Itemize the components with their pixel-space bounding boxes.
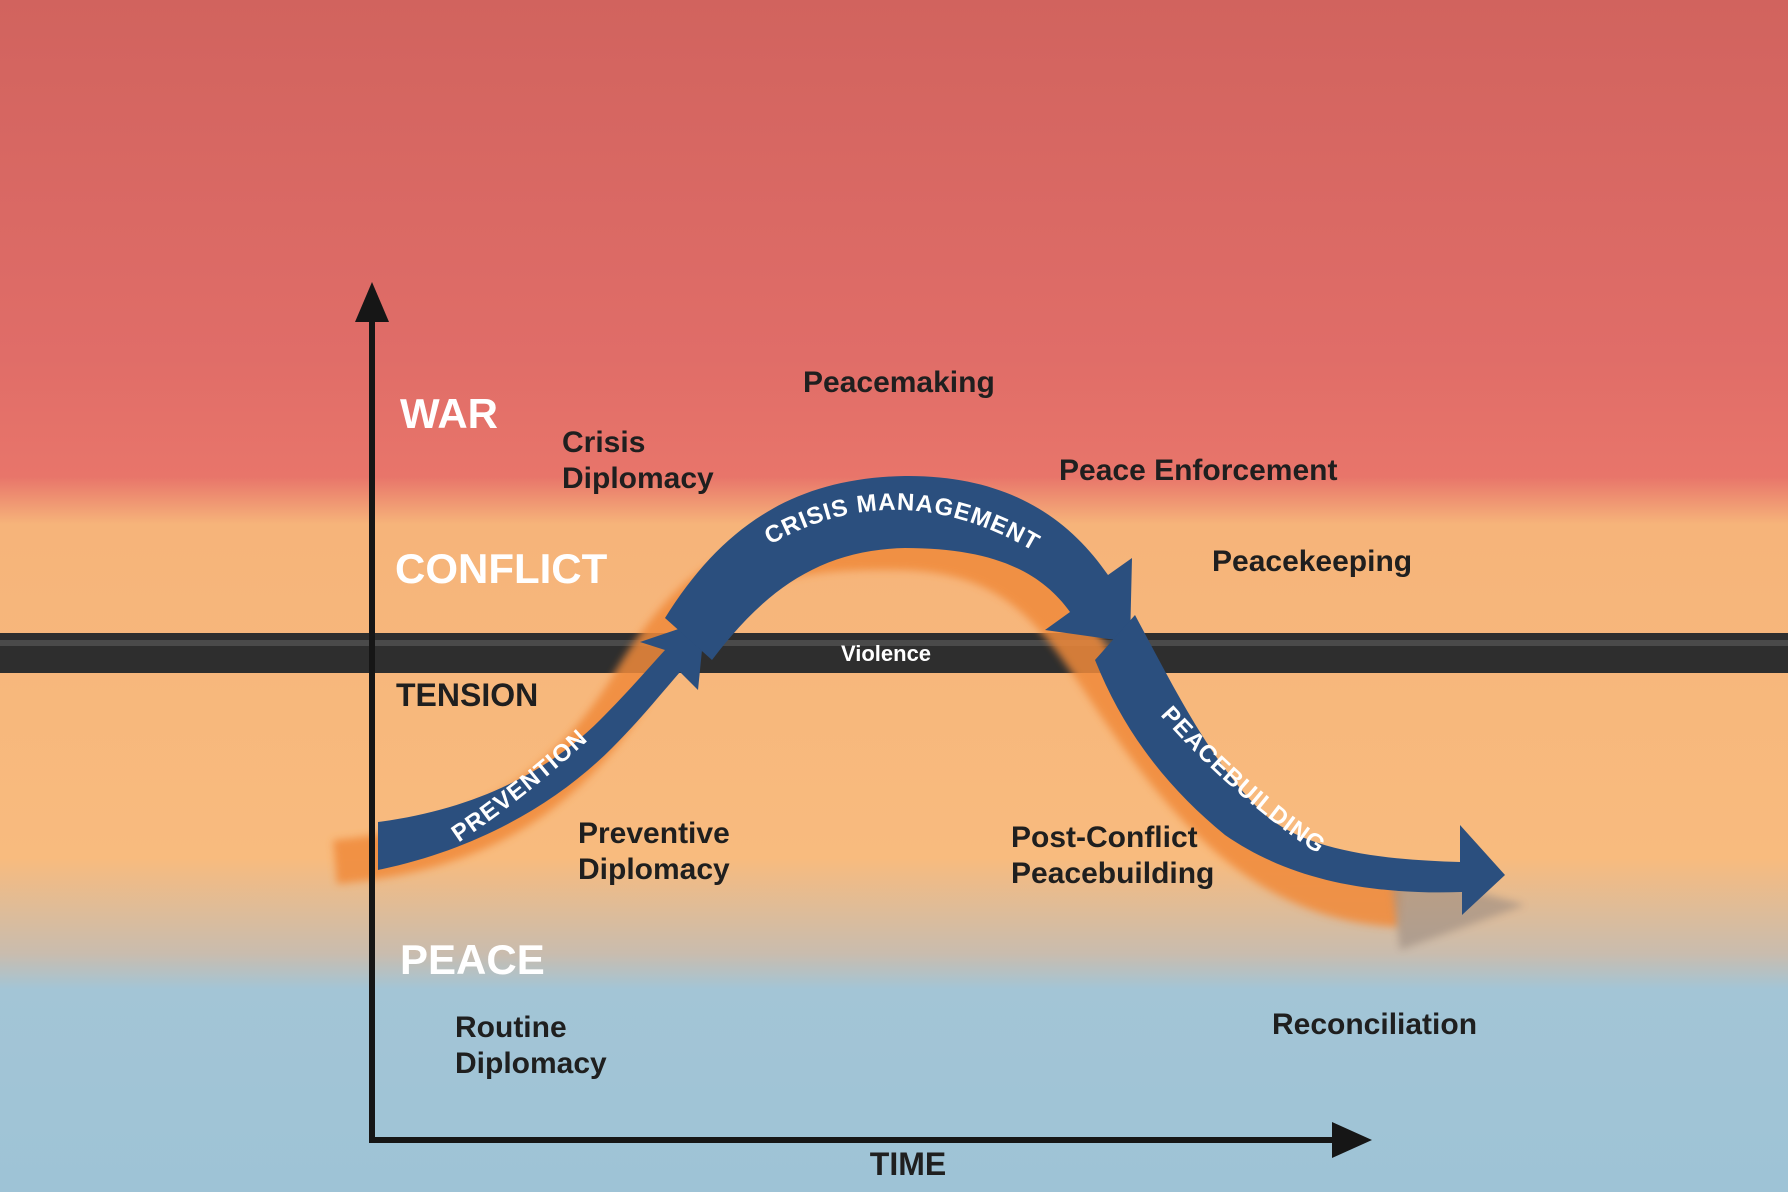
crisis-diplomacy-line-1: Crisis	[562, 426, 645, 459]
peacebuilding-arrow	[1095, 615, 1505, 915]
peacekeeping-label: Peacekeeping	[1212, 545, 1412, 578]
routine-diplomacy-label: Routine Diplomacy	[455, 1011, 607, 1080]
violence-band	[0, 633, 1788, 673]
routine-diplomacy-line-2: Diplomacy	[455, 1047, 607, 1080]
violence-label: Violence	[841, 641, 931, 666]
post-conflict-line-2: Peacebuilding	[1011, 857, 1214, 890]
zone-peace-label: PEACE	[400, 936, 545, 983]
peace-enforcement-label: Peace Enforcement	[1059, 454, 1337, 487]
y-axis-arrowhead	[355, 282, 389, 322]
zone-war-label: WAR	[400, 390, 498, 437]
peacemaking-label: Peacemaking	[803, 366, 995, 399]
preventive-diplomacy-label: Preventive Diplomacy	[578, 817, 730, 886]
prevention-arrow	[378, 620, 705, 870]
preventive-diplomacy-line-1: Preventive	[578, 817, 730, 850]
reconciliation-label: Reconciliation	[1272, 1008, 1477, 1041]
post-conflict-line-1: Post-Conflict	[1011, 821, 1198, 854]
zone-tension-label: TENSION	[396, 677, 538, 713]
crisis-management-arrow	[665, 475, 1132, 660]
routine-diplomacy-line-1: Routine	[455, 1011, 567, 1044]
crisis-diplomacy-label: Crisis Diplomacy	[562, 426, 714, 495]
post-conflict-peacebuilding-label: Post-Conflict Peacebuilding	[1011, 821, 1214, 890]
x-axis-arrowhead	[1332, 1122, 1372, 1158]
zone-conflict-label: CONFLICT	[395, 545, 608, 592]
violence-band-highlight	[0, 640, 1788, 646]
x-axis-label: TIME	[870, 1146, 946, 1182]
crisis-diplomacy-line-2: Diplomacy	[562, 462, 714, 495]
preventive-diplomacy-line-2: Diplomacy	[578, 853, 730, 886]
axes	[355, 282, 1372, 1158]
